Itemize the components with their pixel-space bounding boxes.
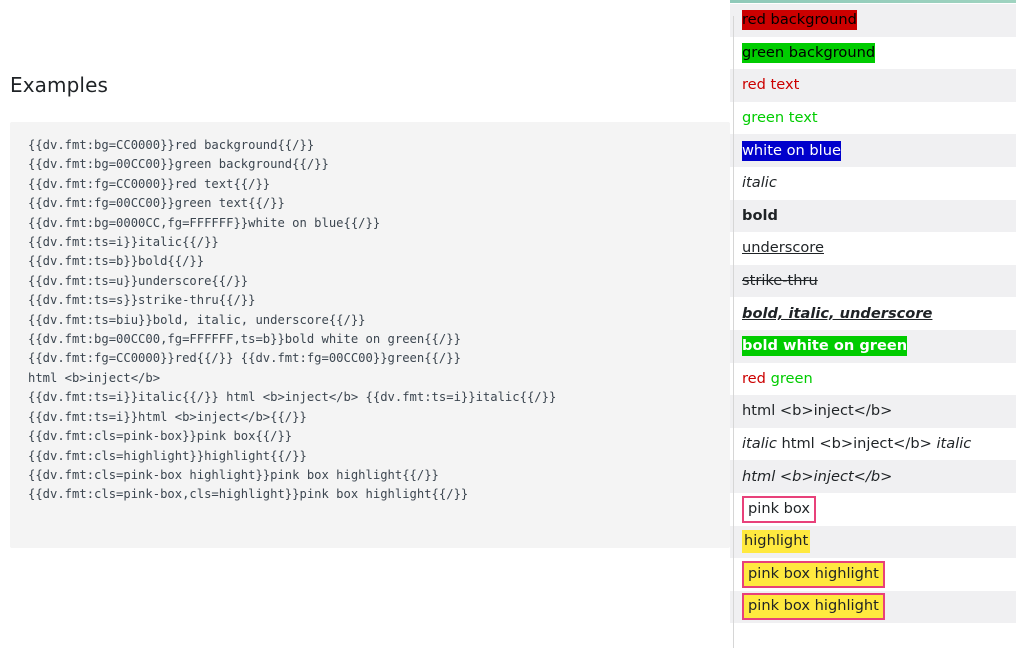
result-row: white on blue [730, 134, 1016, 167]
code-line: {{dv.fmt:ts=i}}italic{{/}} [28, 235, 219, 250]
code-lines: {{dv.fmt:bg=CC0000}}red background{{/}} {… [28, 136, 714, 505]
left-divider-rule [733, 16, 734, 648]
result-row: highlight [730, 525, 1016, 559]
result-row: pink box [730, 492, 1016, 526]
result-row-text: pink box [742, 495, 817, 523]
result-row-text: strike-thru [742, 272, 818, 290]
result-row-text: html <b>inject</b> [742, 402, 893, 420]
code-line: {{dv.fmt:ts=u}}underscore{{/}} [28, 273, 249, 288]
code-line: {{dv.fmt:bg=00CC00,fg=FFFFFF,ts=b}}bold … [28, 332, 461, 347]
code-line: {{dv.fmt:cls=pink-box highlight}}pink bo… [28, 467, 439, 482]
result-row-text: green text [742, 109, 818, 127]
result-fragment: html <b>inject</b> [776, 435, 937, 453]
code-line: {{dv.fmt:fg=CC0000}}red text{{/}} [28, 176, 271, 191]
result-row-text: white on blue [742, 140, 841, 161]
result-fragment: green [770, 369, 813, 387]
result-row-text: pink box highlight [742, 560, 885, 588]
result-row: red background [730, 4, 1016, 37]
page-title: Examples [10, 73, 108, 97]
result-row: strike-thru [730, 264, 1016, 298]
result-row-text: underscore [742, 239, 824, 257]
result-row: bold [730, 199, 1016, 233]
result-row-text: red text [742, 76, 800, 94]
code-line: {{dv.fmt:ts=i}}html <b>inject</b>{{/}} [28, 409, 307, 424]
result-row: html <b>inject</b> [730, 460, 1016, 493]
result-row: red text [730, 69, 1016, 102]
result-row: green background [730, 36, 1016, 70]
code-line: {{dv.fmt:cls=highlight}}highlight{{/}} [28, 448, 307, 463]
code-line: {{dv.fmt:ts=biu}}bold, italic, underscor… [28, 312, 366, 327]
result-row-text: pink box highlight [742, 593, 885, 621]
result-row-text: html <b>inject</b> [742, 467, 893, 485]
code-line: {{dv.fmt:bg=00CC00}}green background{{/}… [28, 157, 329, 172]
result-row-text: red background [742, 10, 857, 31]
result-row: html <b>inject</b> [730, 395, 1016, 428]
code-block-content: {{dv.fmt:bg=CC0000}}red background{{/}} {… [28, 136, 714, 505]
result-row-text: bold [742, 206, 778, 224]
result-row: underscore [730, 232, 1016, 265]
code-line: {{dv.fmt:ts=s}}strike-thru{{/}} [28, 293, 256, 308]
code-line: html <b>inject</b> [28, 370, 161, 385]
code-line: {{dv.fmt:ts=b}}bold{{/}} [28, 254, 205, 269]
result-row-text: red green [742, 369, 813, 389]
result-row-text: italic [742, 174, 777, 192]
result-row: pink box highlight [730, 558, 1016, 591]
result-row-text: italic html <b>inject</b> italic [742, 434, 971, 454]
code-block: {{dv.fmt:bg=CC0000}}red background{{/}} {… [10, 122, 730, 548]
code-line: {{dv.fmt:fg=00CC00}}green text{{/}} [28, 196, 285, 211]
code-line: {{dv.fmt:bg=CC0000}}red background{{/}} [28, 138, 315, 152]
result-row: pink box highlight [730, 590, 1016, 624]
result-row: italic [730, 166, 1016, 200]
result-fragment: italic [742, 435, 777, 453]
rendered-result-pane: red background green background red text gr… [730, 0, 1016, 648]
code-line: {{dv.fmt:fg=CC0000}}red{{/}} {{dv.fmt:fg… [28, 351, 461, 366]
result-row: bold white on green [730, 329, 1016, 363]
result-row: bold, italic, underscore [730, 297, 1016, 330]
result-row-text: highlight [742, 530, 811, 554]
code-line: {{dv.fmt:cls=pink-box,cls=highlight}}pin… [28, 487, 469, 502]
result-row-text: green background [742, 42, 876, 63]
result-row-text: bold, italic, underscore [742, 304, 933, 322]
code-line: {{dv.fmt:cls=pink-box}}pink box{{/}} [28, 429, 293, 444]
result-row-text: bold white on green [742, 336, 908, 357]
result-row: red green [730, 362, 1016, 396]
result-fragment: italic [936, 435, 972, 453]
top-accent-rule [730, 0, 1016, 3]
documentation-pane: Examples {{dv.fmt:bg=CC0000}}red backgro… [10, 73, 730, 548]
result-row: italic html <b>inject</b> italic [730, 427, 1016, 461]
result-fragment: red [742, 369, 766, 387]
result-row-list: red background green background red text gr… [730, 4, 1016, 624]
code-line: {{dv.fmt:ts=i}}italic{{/}} html <b>injec… [28, 390, 557, 405]
code-line: {{dv.fmt:bg=0000CC,fg=FFFFFF}}white on b… [28, 215, 381, 230]
result-row: green text [730, 101, 1016, 135]
